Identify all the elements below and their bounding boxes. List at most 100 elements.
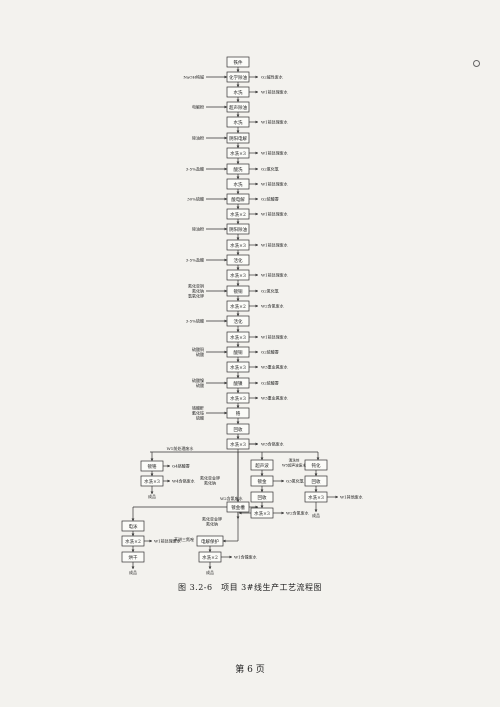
branch-right-rinse-box xyxy=(304,491,328,503)
branch-mid-gold-tank-label: 镀金槽 xyxy=(231,504,245,511)
branch-ep-box xyxy=(121,520,145,532)
step-s8-box xyxy=(226,163,250,175)
step-s23-box xyxy=(226,392,250,404)
branch-right-product: 成品 xyxy=(312,512,320,518)
step-s10-label: 酸电解 xyxy=(231,196,245,203)
branch-gold-plating-box xyxy=(250,475,274,487)
step-s17-label: 水洗×2 xyxy=(230,303,246,310)
step-s10-box xyxy=(226,193,250,205)
input-label-s10: 30%硫酸 xyxy=(187,196,204,202)
branch-gold-rinse-out: W2含氰废水 xyxy=(286,510,309,516)
step-s20-box xyxy=(226,346,250,358)
step-s1-label: 铁件 xyxy=(234,59,243,66)
step-s15-label: 水洗×3 xyxy=(230,272,246,279)
output-label-s21: W3重金属废水 xyxy=(261,364,288,370)
step-s5-box xyxy=(226,116,250,128)
step-s25-label: 回收 xyxy=(234,426,243,433)
step-s26-label: 水洗×3 xyxy=(230,441,246,448)
branch-ep-dry-box xyxy=(121,551,145,563)
input-label-s16: 氰化亚铜氰化钠氢氧化钾 xyxy=(188,283,204,299)
branch-gold-rinse-label: 水洗×3 xyxy=(254,510,270,517)
step-s5-label: 水洗 xyxy=(234,119,243,126)
output-label-s23: W3重金属废水 xyxy=(261,395,288,401)
output-label-s22: G2硫酸雾 xyxy=(261,380,279,386)
branch-mid-rinse-out: W1含镍废水 xyxy=(234,554,257,560)
branch-mid-tank-input: 氰化亚金钾氰化钠 xyxy=(202,516,222,527)
figure-caption: 图 3.2-6 项目 3#线生产工艺流程图 xyxy=(178,583,322,592)
output-label-s19: W1前处理废水 xyxy=(261,334,288,340)
branch-left-rinse-label: 水洗×3 xyxy=(144,478,160,485)
input-label-s2: NaOH纯碱 xyxy=(183,74,204,80)
branch-right-recover-box xyxy=(304,475,328,487)
step-s14-label: 活化 xyxy=(234,257,243,264)
step-s26-box xyxy=(226,438,250,450)
step-s7-box xyxy=(226,147,250,159)
branch-mid-protect-label: 电解保护 xyxy=(201,538,219,545)
branch-right-recover-label: 回收 xyxy=(312,478,321,485)
step-s16-box xyxy=(226,285,250,297)
step-s12-label: 阴阳除油 xyxy=(229,226,247,233)
branch-ep-rinse-label: 水洗×2 xyxy=(125,538,141,545)
branch-mid-gold-tank-box xyxy=(226,501,250,513)
step-s12-box xyxy=(226,223,250,235)
step-s14-box xyxy=(226,254,250,266)
step-s3-label: 水洗 xyxy=(234,89,243,96)
branch-right-passivate-label: 钝化 xyxy=(312,462,321,469)
step-s9-label: 水洗 xyxy=(234,181,243,188)
branch-gold-ultrasonic-label: 超声波 xyxy=(255,462,269,469)
branch-gold-ultrasonic-box xyxy=(250,459,274,471)
branch-gold-rinse-box xyxy=(250,507,274,519)
step-s9-box xyxy=(226,178,250,190)
page-number: 第 6 页 xyxy=(235,665,265,675)
step-s6-label: 阴阳电解 xyxy=(229,135,247,142)
branch-ep-rinse-box xyxy=(121,535,145,547)
step-s1-box xyxy=(226,56,250,68)
branch-mid-tank-out: W2含氰废水 xyxy=(220,495,243,501)
output-label-s7: W1前处理废水 xyxy=(261,150,288,156)
step-s2-label: 化学除油 xyxy=(229,74,247,81)
output-label-s8: G2氯化氢 xyxy=(261,166,279,172)
step-s11-box xyxy=(226,208,250,220)
branch-right-rinse-label: 水洗×3 xyxy=(308,494,324,501)
step-s22-box xyxy=(226,377,250,389)
branch-mid-rinse-box xyxy=(198,551,222,563)
branch-gold-plating-out: G3氰化氢 xyxy=(286,478,304,484)
input-label-s18: 3-5%硫酸 xyxy=(186,318,204,324)
output-label-s26: W3含铬废水 xyxy=(261,441,284,447)
branch-left-plating-box xyxy=(140,460,164,472)
input-label-s6: 除油粉 xyxy=(192,135,204,141)
branch-ep-rinse-out: W1前处理废水 xyxy=(154,538,181,544)
branch-mid-input: 氰化亚金钾氰化钠 xyxy=(200,475,220,486)
step-s18-box xyxy=(226,315,250,327)
step-s8-label: 酸洗 xyxy=(234,166,243,173)
branch-right-passivate-box xyxy=(304,459,328,471)
input-label-s8: 3-5%盐酸 xyxy=(186,166,204,172)
branch-ep-product: 成品 xyxy=(129,569,137,575)
step-s24-label: 铬 xyxy=(236,410,241,417)
step-s21-label: 水洗×3 xyxy=(230,364,246,371)
branch-mid-rinse-label: 水洗×2 xyxy=(202,554,218,561)
output-label-s17: W2含氰废水 xyxy=(261,303,284,309)
binder-hole-icon xyxy=(473,60,480,67)
output-label-s2: G2碱性废水 xyxy=(261,74,283,80)
branch-left-plating-label: 镀铬 xyxy=(148,463,157,470)
step-s13-box xyxy=(226,239,250,251)
branch-left-plating-out: G4铬酸雾 xyxy=(172,463,190,469)
step-s16-label: 镀铜 xyxy=(234,288,243,295)
branch-mid-protect-input: 苯骈三氮唑 xyxy=(174,536,194,542)
input-label-s24: 铬酸酐氟化铵硫酸 xyxy=(192,405,204,421)
step-s2-box xyxy=(226,71,250,83)
step-s21-box xyxy=(226,361,250,373)
step-s20-label: 酸铜 xyxy=(234,349,243,356)
input-label-s14: 3-5%盐酸 xyxy=(186,257,204,263)
branch-ep-dry-label: 烘干 xyxy=(129,554,138,561)
step-s11-label: 水洗×2 xyxy=(230,211,246,218)
step-s7-label: 水洗×3 xyxy=(230,150,246,157)
output-label-s5: W1前处理废水 xyxy=(261,119,288,125)
step-s15-box xyxy=(226,269,250,281)
branch-gold-plating-label: 镀金 xyxy=(258,478,267,485)
branch-left-product: 成品 xyxy=(148,493,156,499)
branch-left-rinse-out: W4含铬废水 xyxy=(172,478,195,484)
